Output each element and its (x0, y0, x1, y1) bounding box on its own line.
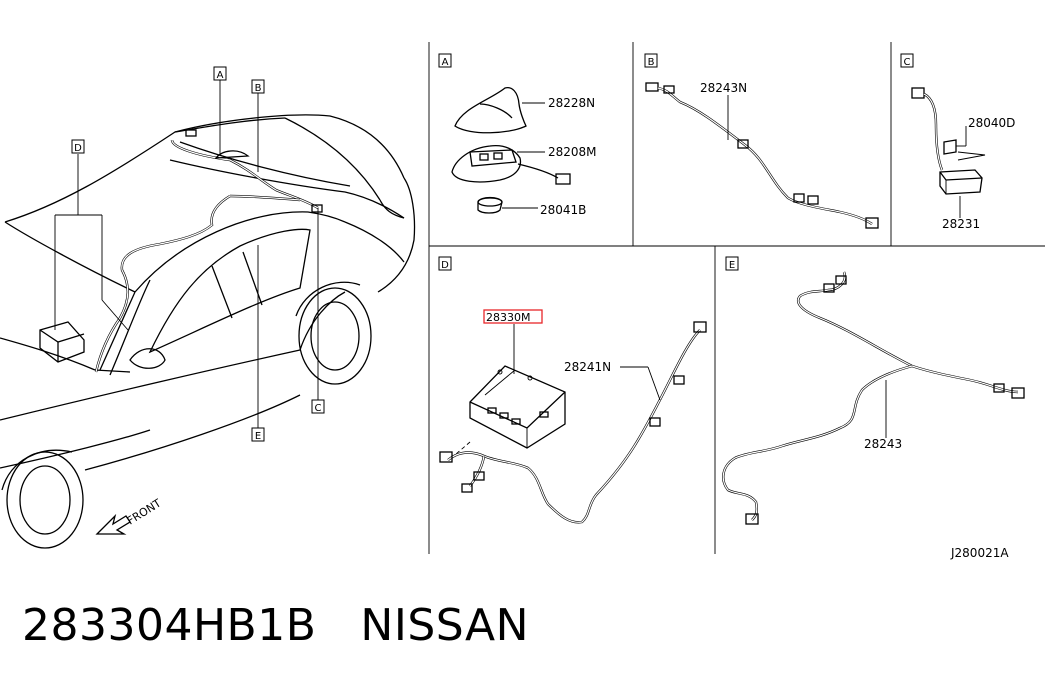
panel-b: B (644, 53, 879, 229)
svg-text:E: E (729, 260, 735, 271)
caption-part-number: 283304HB1B (22, 600, 317, 651)
part-label-28330m: 28330M (486, 311, 530, 324)
callout-d: D (71, 139, 85, 154)
panel-e: E (722, 256, 1025, 525)
callout-leaders (54, 80, 319, 428)
front-label: FRONT (125, 496, 164, 527)
caption-brand: NISSAN (360, 600, 530, 651)
svg-text:A: A (442, 57, 449, 68)
part-label-28243: 28243 (864, 437, 902, 451)
svg-text:D: D (441, 260, 449, 271)
callout-e: E (251, 427, 265, 442)
svg-text:E: E (255, 431, 261, 442)
car-harness (39, 129, 323, 373)
panel-a: A (438, 53, 571, 214)
callout-c: C (311, 399, 325, 414)
front-arrow-icon (95, 513, 131, 535)
callout-b: B (251, 79, 265, 94)
diagram-code: J280021A (950, 546, 1009, 560)
callout-a: A (213, 66, 227, 81)
part-label-28208m: 28208M (548, 145, 597, 159)
panel-d: D (438, 256, 707, 524)
part-label-28243n: 28243N (700, 81, 747, 95)
panel-frames (428, 42, 1045, 554)
highlight-box (483, 309, 543, 324)
caption: 283304HB1B NISSAN (22, 600, 529, 651)
svg-text:D: D (74, 143, 82, 154)
svg-text:B: B (648, 57, 655, 68)
svg-text:A: A (217, 70, 224, 81)
panel-c: C (900, 53, 986, 218)
part-label-28040d: 28040D (968, 116, 1015, 130)
svg-text:C: C (904, 57, 911, 68)
part-label-28041b: 28041B (540, 203, 586, 217)
svg-text:B: B (255, 83, 262, 94)
part-label-28241n: 28241N (564, 360, 611, 374)
svg-text:C: C (315, 403, 322, 414)
part-label-28231: 28231 (942, 217, 980, 231)
car-outline (0, 114, 416, 549)
part-label-28228n: 28228N (548, 96, 595, 110)
